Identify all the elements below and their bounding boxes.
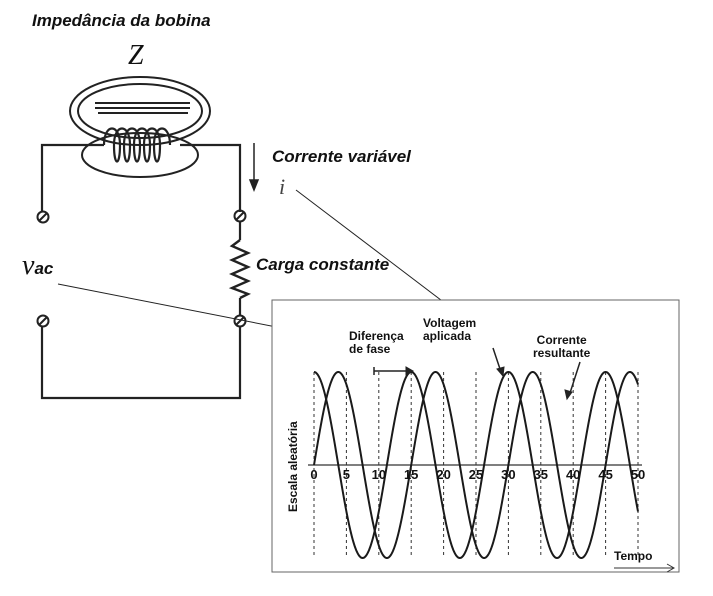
resulting-current-series (313, 371, 639, 559)
voltage-symbol: vac (22, 252, 53, 280)
current-symbol: i (279, 174, 286, 199)
x-tick-label: 0 (310, 467, 317, 482)
chart-series (313, 370, 639, 560)
x-axis-label: Tempo (614, 549, 652, 563)
circuit-wires (40, 143, 242, 400)
coil-winding (86, 127, 199, 163)
voltage-subscript: ac (34, 259, 54, 278)
y-axis-label: Escala aleatória (286, 421, 300, 512)
phase-difference-label: Diferença de fase (349, 330, 404, 356)
load-resistor (228, 239, 251, 300)
current-label: Corrente variável (272, 147, 411, 166)
chart-grid (308, 372, 642, 556)
annotation-arrows (373, 347, 581, 401)
x-tick-label: 30 (501, 467, 515, 482)
x-tick-label: 25 (469, 467, 483, 482)
impedance-symbol: Z (128, 40, 144, 71)
applied-voltage-series (313, 370, 639, 560)
coil-impedance-title: Impedância da bobina (32, 11, 211, 30)
resulting-current-label: Corrente resultante (533, 334, 590, 360)
x-tick-label: 5 (343, 467, 350, 482)
resulting-current-line2: resultante (533, 346, 591, 360)
applied-voltage-label: Voltagem aplicada (423, 317, 476, 343)
applied-voltage-line1: Voltagem (423, 316, 477, 330)
x-tick-label: 50 (631, 467, 645, 482)
x-tick-label: 20 (436, 467, 450, 482)
x-tick-label: 40 (566, 467, 580, 482)
x-tick-label: 15 (404, 467, 418, 482)
phase-difference-line1: Diferença (349, 329, 404, 343)
voltage-symbol-v: v (22, 250, 35, 281)
x-axis-arrow (614, 563, 676, 573)
x-tick-label: 10 (372, 467, 386, 482)
x-tick-label: 45 (598, 467, 612, 482)
current-direction-arrow (248, 143, 260, 193)
load-label: Carga constante (256, 255, 390, 274)
terminals (36, 209, 247, 328)
phase-difference-line2: de fase (349, 342, 391, 356)
x-tick-label: 35 (534, 467, 548, 482)
resulting-current-line1: Corrente (536, 333, 587, 347)
applied-voltage-line2: aplicada (423, 329, 472, 343)
chart-x-ticks: 0 5 10 15 20 25 30 35 40 45 50 (310, 467, 645, 482)
